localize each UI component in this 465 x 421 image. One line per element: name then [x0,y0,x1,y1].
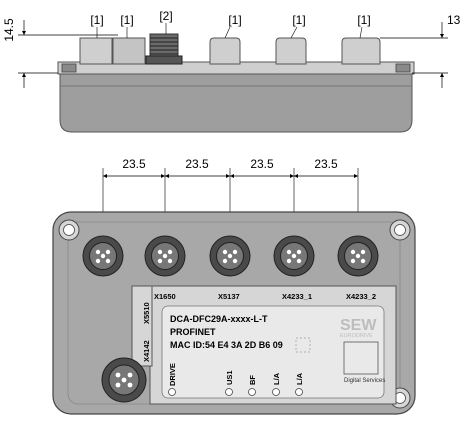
led-label-la-1: L/A [272,372,281,385]
cap-4 [275,37,307,65]
spacing-dim-3: 23.5 [250,157,274,171]
drive-label: DRIVE [168,363,177,386]
housing-body [59,72,413,133]
sew-logo: SEW [340,317,377,334]
digital-services-caption: Digital Services [344,378,385,384]
qr-code-large [343,341,379,375]
corner-screw-tr [389,219,411,241]
led-la-1 [272,388,280,396]
cap-2 [112,37,146,65]
callout-1a: [1] [90,13,103,27]
callout-2: [2] [159,9,172,23]
led-label-la-2: L/A [295,372,304,385]
connector-label-x5137: X5137 [218,292,240,301]
connector-label-x1650: X1650 [154,292,176,301]
connector-label-x4233-2: X4233_2 [346,292,376,301]
drive-led [168,388,176,396]
connector-5 [337,235,379,277]
m12-connector-side [145,33,183,65]
cap-3 [209,37,241,65]
connector-2 [144,235,186,277]
spacing-dimensions: 23.5 23.5 23.5 23.5 [102,157,359,234]
led-label-us1: US1 [225,370,234,385]
callout-1d: [1] [292,13,305,27]
model-text: DCA-DFC29A-xxxx-L-T [170,314,268,324]
connector-3 [209,235,251,277]
dim-height-right: 13 [447,13,461,27]
led-bf [248,388,256,396]
qr-code-small [295,337,311,353]
drive-connector [101,357,147,403]
nameplate [161,305,385,399]
dim-height-left: 14.5 [2,18,16,42]
spacing-dim-1: 23.5 [122,157,146,171]
led-label-bf: BF [248,375,257,385]
mac-id-text: MAC ID:54 E4 3A 2D B6 09 [170,340,283,350]
side-view: 14.5 13 [1] [1] [2] [1] [1] [1] [2,9,461,133]
led-us1 [225,388,233,396]
spacing-dim-4: 23.5 [314,157,338,171]
screw-left [61,63,77,73]
cap-5 [341,37,381,65]
sew-logo-sub: EURODRIVE [340,333,373,339]
corner-screw-tl [58,219,80,241]
protocol-text: PROFINET [170,327,216,337]
top-view: X1650 X5137 X4233_1 X4233_2 X5510 X4142 … [52,211,416,415]
led-la-2 [295,388,303,396]
connector-4 [273,235,315,277]
spacing-dim-2: 23.5 [185,157,209,171]
cap-1 [79,37,113,65]
callout-1c: [1] [228,13,241,27]
screw-right [395,63,411,73]
connector-1 [82,235,124,277]
callout-1b: [1] [120,13,133,27]
connector-label-x4233-1: X4233_1 [282,292,312,301]
side-label-x4142: X4142 [142,340,151,362]
side-label-x5510: X5510 [142,302,151,324]
callout-1e: [1] [357,13,370,27]
